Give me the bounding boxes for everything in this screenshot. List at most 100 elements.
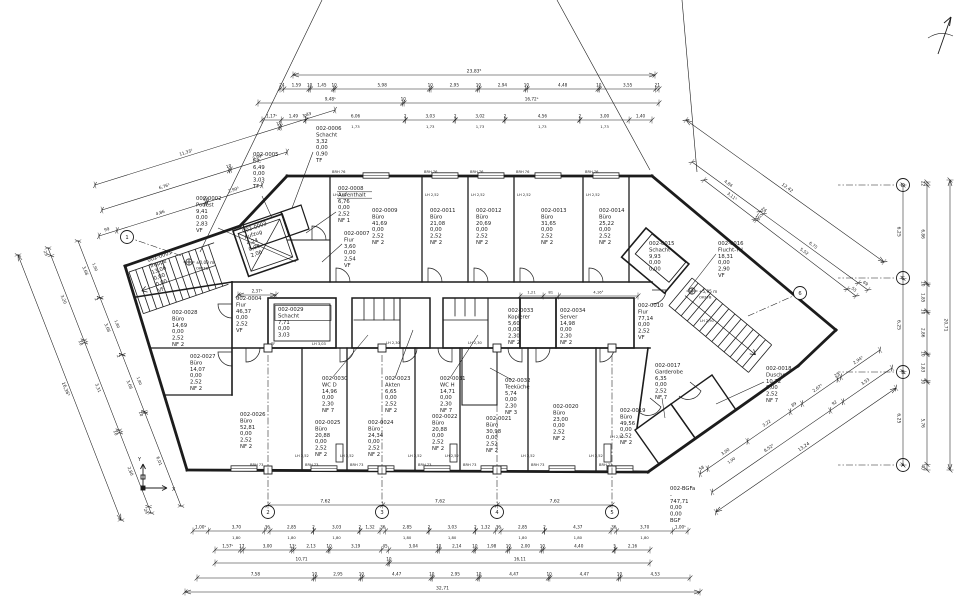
svg-text:2: 2 [579,113,582,118]
svg-text:3,66: 3,66 [103,322,111,333]
grid-bubble-4: 4 [490,355,504,519]
svg-text:10: 10 [524,82,530,87]
svg-text:LH 2,52: LH 2,52 [408,454,422,458]
svg-text:4,53: 4,53 [650,571,660,576]
svg-text:69: 69 [862,280,870,287]
svg-text:+5,95 m: +5,95 m [699,289,717,294]
svg-text:7,62: 7,62 [550,498,560,504]
svg-text:10,71: 10,71 [296,556,308,561]
svg-text:55: 55 [850,286,858,293]
svg-text:1,57⁵: 1,57⁵ [222,543,233,548]
svg-text:5,98: 5,98 [378,82,388,87]
svg-text:10: 10 [755,213,763,220]
svg-text:3,53: 3,53 [860,377,871,387]
svg-text:36: 36 [611,524,617,529]
grid-bubble-6: 6 [747,286,807,317]
svg-text:4: 4 [495,510,499,516]
svg-text:1,73: 1,73 [538,124,547,129]
svg-text:3,00: 3,00 [600,113,610,118]
svg-text:1,80: 1,80 [518,535,527,540]
svg-text:36: 36 [380,524,386,529]
svg-text:1,90: 1,90 [91,262,99,272]
svg-text:2: 2 [454,113,457,118]
svg-text:8,52⁵: 8,52⁵ [763,443,775,454]
svg-text:LH 2,90: LH 2,90 [700,319,715,323]
svg-text:5,52: 5,52 [799,247,810,257]
doors [217,225,702,416]
svg-text:2,99⁵: 2,99⁵ [227,186,239,194]
svg-text:10: 10 [386,556,392,561]
svg-text:±0,00 m: ±0,00 m [196,260,214,265]
svg-text:2,14: 2,14 [452,543,462,548]
svg-text:1,32: 1,32 [365,524,375,529]
svg-text:4,48: 4,48 [558,82,568,87]
svg-text:10: 10 [112,429,119,436]
svg-text:21: 21 [655,82,661,87]
svg-text:2: 2 [543,524,546,529]
svg-text:2,00: 2,00 [521,543,531,548]
svg-text:2: 2 [504,113,507,118]
svg-text:36: 36 [265,524,271,529]
walls [123,174,838,474]
svg-text:3,70: 3,70 [640,524,650,529]
svg-text:BRH 76: BRH 76 [332,170,346,174]
svg-text:1,85: 1,85 [921,293,926,303]
stair-left [128,242,229,314]
svg-text:A: A [901,463,905,469]
svg-text:3,02: 3,02 [475,113,485,118]
svg-text:24: 24 [279,82,285,87]
svg-text:2,67⁵: 2,67⁵ [812,383,824,394]
svg-text:002-0003Aufzug4,240,002,06: 002-0003Aufzug4,240,002,06 [242,221,276,259]
svg-text:5: 5 [613,543,616,548]
svg-text:BRH 73: BRH 73 [350,463,363,467]
svg-text:5: 5 [610,510,613,516]
svg-text:32,71: 32,71 [436,585,449,591]
svg-text:4,37: 4,37 [573,524,583,529]
svg-text:10: 10 [202,195,209,201]
svg-text:2: 2 [404,113,407,118]
svg-text:LH 2,52: LH 2,52 [445,454,459,458]
elevator [231,213,299,278]
svg-text:40: 40 [921,464,926,470]
svg-text:36: 36 [496,524,502,529]
svg-text:3,22: 3,22 [761,418,772,428]
svg-text:6,25: 6,25 [896,320,902,330]
dim-ne-1: 12,42 [682,117,888,265]
heaters [335,443,612,463]
svg-text:LH 3,03: LH 3,03 [312,342,326,346]
svg-text:BRH 76: BRH 76 [470,170,484,174]
svg-text:3,04: 3,04 [409,543,419,548]
svg-text:6,76⁵: 6,76⁵ [158,182,170,190]
svg-text:LH 2,52: LH 2,52 [340,454,354,458]
svg-text:OKFFB: OKFFB [699,295,712,300]
svg-text:1,73: 1,73 [426,124,435,129]
svg-text:10: 10 [921,351,926,357]
svg-text:1,73: 1,73 [600,124,609,129]
room-label-002-0003: 002-0003Aufzug4,240,002,06 [242,221,276,259]
stair-right [668,277,772,373]
svg-text:10: 10 [401,96,407,101]
svg-text:10: 10 [332,82,338,87]
svg-text:29: 29 [43,250,50,257]
